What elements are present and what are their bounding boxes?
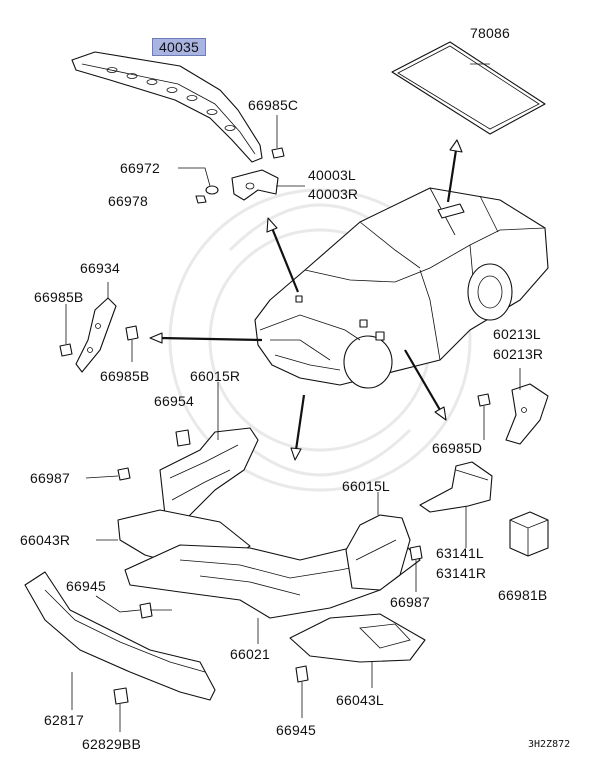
part-label-66021[interactable]: 66021 <box>230 646 270 662</box>
roof-pad-part <box>391 41 546 135</box>
part-label-66015l[interactable]: 66015L <box>342 478 390 494</box>
part-label-63141r[interactable]: 63141R <box>436 565 487 581</box>
part-label-66985d[interactable]: 66985D <box>432 440 483 456</box>
part-label-66945-upper[interactable]: 66945 <box>66 578 106 594</box>
bolt-66985d <box>477 393 491 440</box>
part-label-40003l[interactable]: 40003L <box>308 167 356 183</box>
radiator-support-upper-bar <box>71 51 263 163</box>
clip-66945-upper <box>95 595 172 619</box>
part-label-78086[interactable]: 78086 <box>470 25 510 41</box>
nut-66978 <box>195 195 207 204</box>
part-label-66972[interactable]: 66972 <box>120 160 160 176</box>
bolt-66987-left <box>85 467 131 481</box>
bolt-66985c <box>271 115 285 159</box>
side-bracket-66934 <box>75 282 117 373</box>
part-label-40035[interactable]: 40035 <box>152 38 206 56</box>
clip-66954 <box>175 429 191 447</box>
part-label-66954[interactable]: 66954 <box>154 393 194 409</box>
part-label-62817[interactable]: 62817 <box>44 712 84 728</box>
front-lower-panel-62817 <box>24 571 216 710</box>
part-label-40003r[interactable]: 40003R <box>308 186 359 202</box>
clip-66945-lower <box>295 665 309 718</box>
under-cover-66043l <box>289 613 426 688</box>
part-label-66987-left[interactable]: 66987 <box>30 470 70 486</box>
part-label-63141l[interactable]: 63141L <box>436 545 484 561</box>
part-label-62829bb[interactable]: 62829BB <box>82 736 142 752</box>
cube-66981b <box>509 511 549 557</box>
bolt-66987-right <box>409 545 423 592</box>
part-label-66987-right[interactable]: 66987 <box>390 594 430 610</box>
bracket-40003 <box>231 169 305 201</box>
part-label-66985c[interactable]: 66985C <box>248 97 299 113</box>
direction-arrows <box>149 139 463 461</box>
drawing-code: 3H2Z872 <box>528 739 571 750</box>
part-label-66945-lower[interactable]: 66945 <box>276 722 316 738</box>
part-label-66043l[interactable]: 66043L <box>336 692 384 708</box>
splash-shield-66015l <box>345 492 411 591</box>
part-label-66015r[interactable]: 66015R <box>190 368 241 384</box>
mud-guard-63141 <box>419 461 493 548</box>
car-body <box>254 187 549 389</box>
part-label-66981b[interactable]: 66981B <box>498 587 548 603</box>
part-label-66934[interactable]: 66934 <box>80 260 120 276</box>
clip-62829bb <box>113 687 129 732</box>
washer-66972 <box>178 167 219 195</box>
part-label-66985b-right[interactable]: 66985B <box>100 368 150 384</box>
part-label-66978[interactable]: 66978 <box>108 193 148 209</box>
part-label-66043r[interactable]: 66043R <box>20 532 71 548</box>
bolt-66985b-right <box>125 325 139 362</box>
bracket-60213 <box>505 368 549 445</box>
part-label-60213l[interactable]: 60213L <box>493 326 541 342</box>
part-label-66985b-left[interactable]: 66985B <box>34 289 84 305</box>
part-label-60213r[interactable]: 60213R <box>493 346 544 362</box>
bolt-66985b-left <box>59 304 73 357</box>
